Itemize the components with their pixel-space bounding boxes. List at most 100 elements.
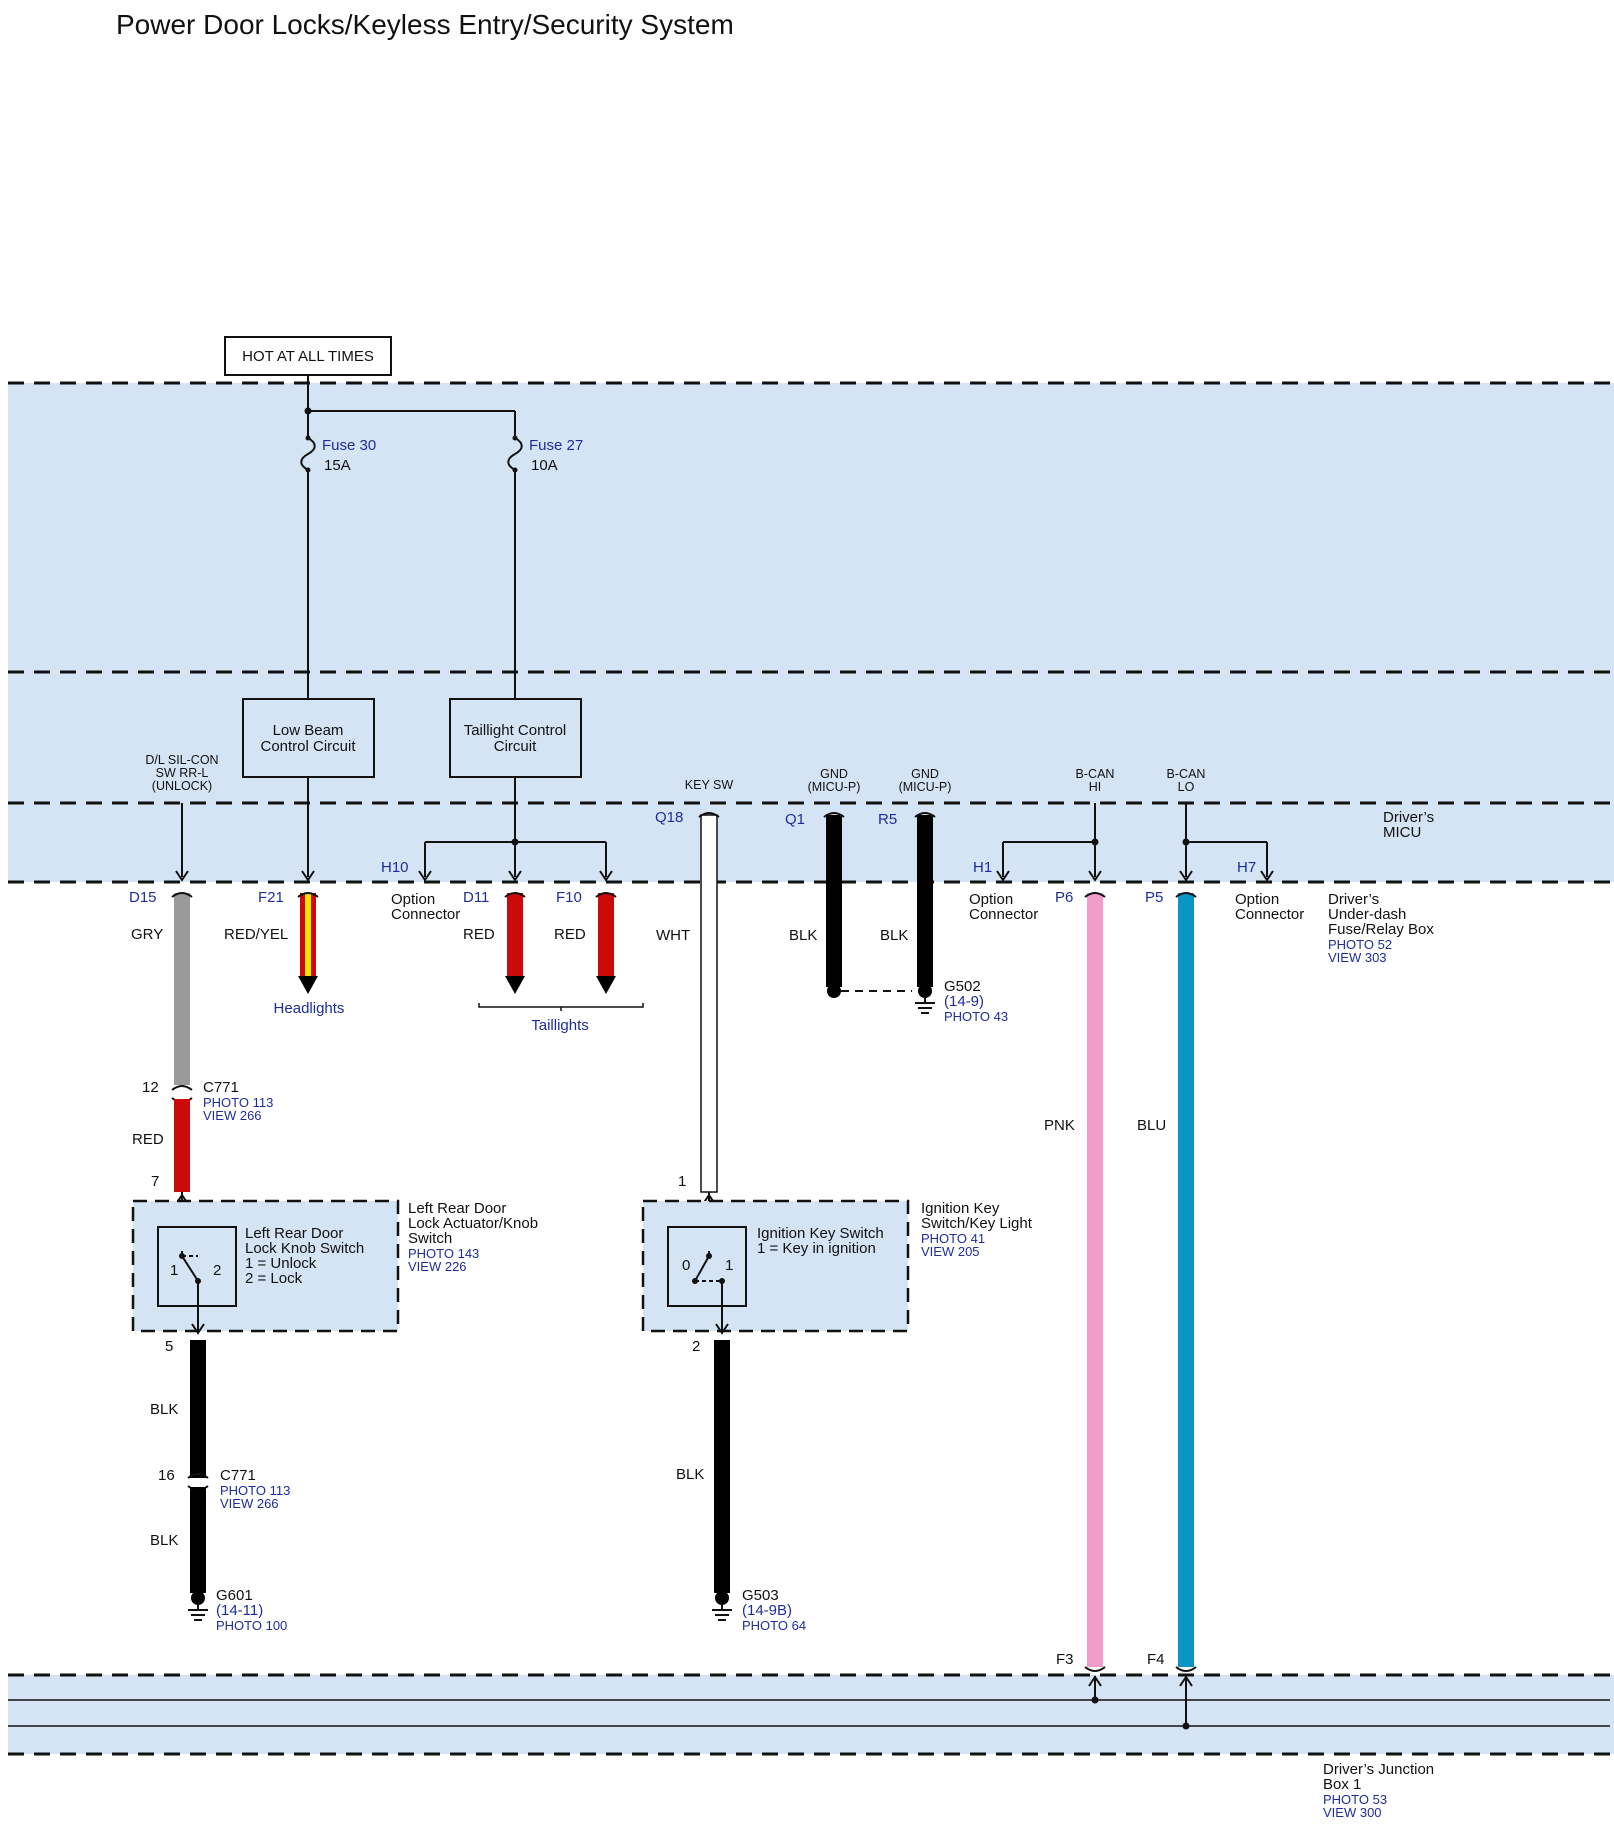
wire-wht [700, 814, 718, 1193]
ignition-switch-inner-box [667, 1226, 747, 1307]
f4-connector [1175, 1666, 1197, 1672]
pin-d11: D11 [463, 889, 489, 906]
ignition-switch-component-box [641, 1199, 910, 1333]
d15-connector [171, 892, 193, 898]
g502-ground-icon [915, 998, 935, 1014]
fuse-30-rating: 15A [324, 457, 351, 474]
bcan-lo-split-dot [1182, 838, 1190, 846]
pin-f10: F10 [556, 889, 582, 906]
underdash-view: VIEW 303 [1328, 950, 1387, 965]
ignition-switch-pivot [706, 1253, 712, 1259]
c771-b-view: VIEW 266 [220, 1496, 279, 1511]
lock-switch-view: VIEW 226 [408, 1259, 467, 1274]
lock-switch-title-3: 1 = Unlock [245, 1255, 317, 1272]
bcan-hi-label-1: B-CAN [1076, 767, 1115, 781]
micu-label-2: MICU [1383, 824, 1421, 841]
lock-switch-pos-2: 2 [213, 1262, 221, 1279]
gnd2-label-1: GND [911, 767, 939, 781]
wire-red-yel-stripe [305, 893, 311, 976]
pin-q1: Q1 [785, 811, 805, 828]
taillight-circuit-line1: Taillight Control [464, 722, 567, 739]
ignition-switch-title-2: 1 = Key in ignition [757, 1240, 876, 1257]
wire-blk-lock-1-label: BLK [150, 1401, 178, 1418]
fuse-27-rating: 10A [531, 457, 558, 474]
g503-name: G503 [742, 1587, 779, 1604]
lock-switch-out-arrow [191, 1323, 205, 1335]
wire-pnk-label: PNK [1044, 1117, 1075, 1134]
ignition-switch-component-1: Ignition Key [921, 1200, 1000, 1217]
micu-label-1: Driver’s [1383, 809, 1434, 826]
ignition-switch-contact-1 [719, 1278, 725, 1284]
pin-r5: R5 [878, 811, 897, 828]
wire-red-f10 [598, 893, 614, 976]
wire-blk-ignition [714, 1340, 730, 1593]
g601-dot [191, 1591, 205, 1605]
pin-h10: H10 [381, 859, 409, 876]
wire-red-d11 [507, 893, 523, 976]
dl-silcon-label-2: SW RR-L [156, 766, 209, 780]
dl-silcon-label-3: (UNLOCK) [152, 779, 212, 793]
d11-connector [504, 892, 526, 898]
lock-switch-pin-7: 7 [151, 1173, 159, 1190]
pin-f3: F3 [1056, 1651, 1074, 1668]
f10-connector [595, 892, 617, 898]
wire-red-yel-label: RED/YEL [224, 926, 288, 943]
dl-silcon-label-1: D/L SIL-CON [145, 753, 218, 767]
gnd1-label-1: GND [820, 767, 848, 781]
wire-red-c771 [174, 1099, 190, 1192]
wire-red-d11-label: RED [463, 926, 495, 943]
g601-ref: (14-11) [216, 1602, 263, 1619]
ignition-switch-contact-0 [692, 1278, 698, 1284]
headlights-label: Headlights [274, 1000, 345, 1017]
fuse-30-dot-top [305, 435, 311, 441]
c771-name: C771 [203, 1079, 239, 1096]
g601-photo: PHOTO 100 [216, 1618, 287, 1633]
ignition-switch-pos-1: 1 [725, 1257, 733, 1274]
wire-blk-ignition-label: BLK [676, 1466, 704, 1483]
p6-connector [1084, 892, 1106, 898]
taillights-label: Taillights [531, 1017, 589, 1034]
ignition-switch-view: VIEW 205 [921, 1244, 980, 1259]
g503-ref: (14-9B) [742, 1602, 792, 1619]
g502-photo: PHOTO 43 [944, 1009, 1008, 1024]
taillight-split-dot [511, 838, 519, 846]
c771-view: VIEW 266 [203, 1108, 262, 1123]
junction-lo-dot [1182, 1722, 1190, 1730]
bcan-lo-label-2: LO [1178, 780, 1195, 794]
r5-connector [914, 812, 936, 818]
underdash-photo: PHOTO 52 [1328, 937, 1392, 952]
lock-switch-pin-5: 5 [165, 1338, 173, 1355]
hot-at-all-times-label: HOT AT ALL TIMES [242, 348, 374, 365]
gnd2-label-2: (MICU-P) [899, 780, 952, 794]
ignition-switch-title-1: Ignition Key Switch [757, 1225, 884, 1242]
g601-ground-icon [188, 1605, 208, 1621]
wire-gry-label: GRY [131, 926, 163, 943]
lock-switch-component-2: Lock Actuator/Knob [408, 1215, 538, 1232]
g503-photo: PHOTO 64 [742, 1618, 806, 1633]
g502-dot [918, 984, 932, 998]
wire-blk-r5-label: BLK [880, 927, 908, 944]
fuse-branch [300, 375, 523, 699]
c771-b-photo: PHOTO 113 [220, 1483, 290, 1498]
fuse-30-name: Fuse 30 [322, 437, 376, 454]
f21-connector [297, 892, 319, 898]
option-connector-h1-1: Option [969, 891, 1013, 908]
c771-pin-12: 12 [142, 1079, 159, 1096]
fuse-27-dot-bottom [512, 467, 518, 473]
page-title: Power Door Locks/Keyless Entry/Security … [116, 9, 734, 40]
micu-arrowheads [175, 870, 1274, 882]
q1-connector [823, 812, 845, 818]
wire-pnk [1087, 893, 1103, 1667]
wire-blu [1178, 893, 1194, 1667]
band-borders [8, 381, 1610, 1756]
lock-switch-photo: PHOTO 143 [408, 1246, 479, 1261]
low-beam-circuit-line2: Control Circuit [260, 738, 356, 755]
bcan-lo-label-1: B-CAN [1167, 767, 1206, 781]
g503-ground-icon [712, 1605, 732, 1621]
c771-pin-16: 16 [158, 1467, 175, 1484]
pin-q18: Q18 [655, 809, 683, 826]
lock-switch-pos-1: 1 [170, 1262, 178, 1279]
q18-connector [698, 812, 720, 818]
key-sw-label: KEY SW [685, 778, 734, 792]
